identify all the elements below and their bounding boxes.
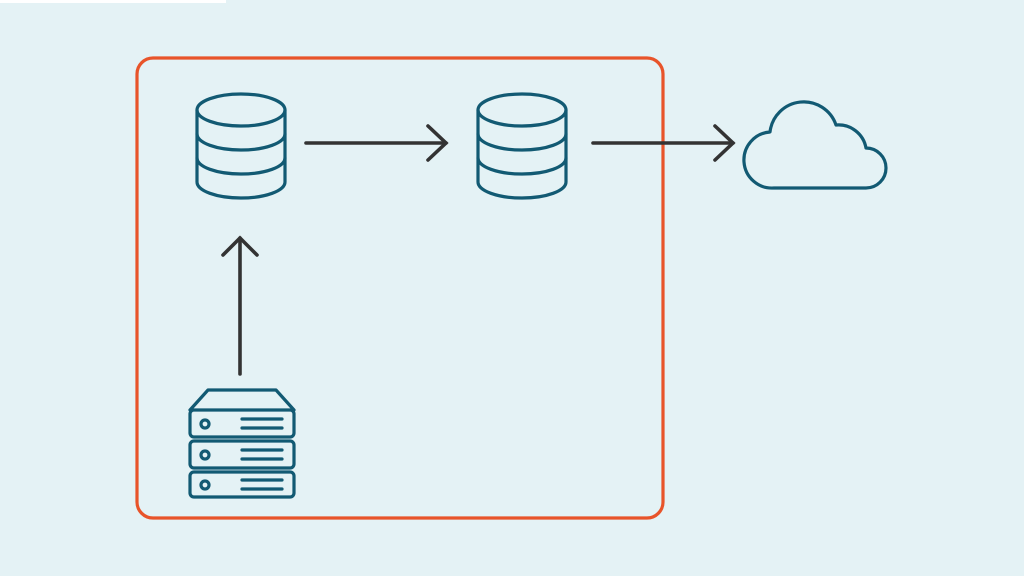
server-rack-icon <box>188 388 296 499</box>
arrow-replica-to-cloud <box>591 124 736 162</box>
boundary-box <box>135 56 665 520</box>
database-primary-icon <box>195 92 287 200</box>
arrow-database-to-replica <box>304 124 449 162</box>
cloud-icon <box>742 100 888 190</box>
top-strip <box>0 0 226 3</box>
arrow-server-to-database <box>221 235 259 376</box>
database-replica-icon <box>476 92 568 200</box>
